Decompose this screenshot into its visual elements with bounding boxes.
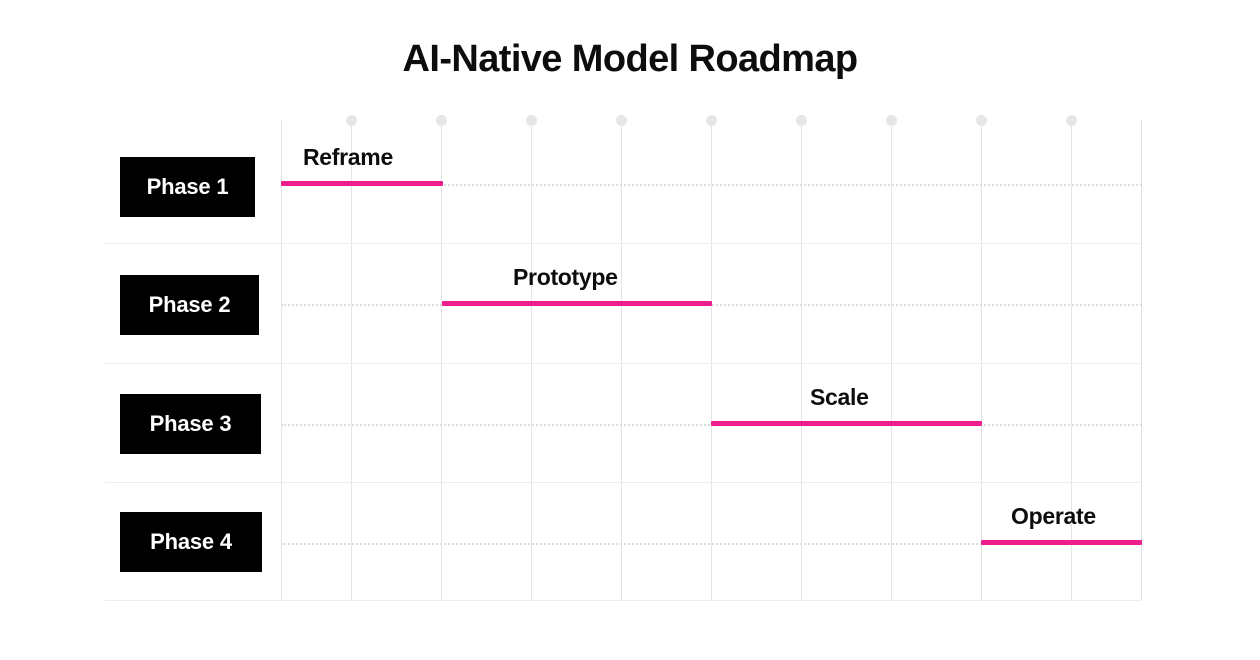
task-bar-scale[interactable] bbox=[711, 421, 982, 426]
grid-pin-dot-icon bbox=[526, 115, 537, 126]
phase-chip-label: Phase 2 bbox=[148, 292, 231, 317]
phase-chip-1[interactable]: Phase 1 bbox=[120, 157, 255, 217]
phase-chip-label: Phase 4 bbox=[150, 529, 232, 554]
phase-chip-3[interactable]: Phase 3 bbox=[120, 394, 261, 454]
grid-pin-dot-icon bbox=[886, 115, 897, 126]
phase-chip-label: Phase 3 bbox=[149, 411, 232, 436]
row-separator bbox=[105, 363, 1142, 364]
task-bar-prototype[interactable] bbox=[442, 301, 712, 306]
task-label-reframe: Reframe bbox=[303, 144, 393, 170]
task-bar-reframe[interactable] bbox=[281, 181, 443, 186]
task-label-scale: Scale bbox=[810, 384, 869, 410]
task-bar-operate[interactable] bbox=[981, 540, 1142, 545]
grid-pin-dot-icon bbox=[616, 115, 627, 126]
grid-line bbox=[1071, 120, 1072, 600]
grid-line bbox=[281, 120, 282, 600]
timeline-plot-area: Reframe Prototype Scale Operate bbox=[105, 115, 1142, 601]
grid-line bbox=[621, 120, 622, 600]
grid-pin-dot-icon bbox=[1066, 115, 1077, 126]
row-separator bbox=[105, 482, 1142, 483]
task-label-operate: Operate bbox=[1011, 503, 1096, 529]
row-separator bbox=[105, 243, 1142, 244]
grid-pin-dot-icon bbox=[796, 115, 807, 126]
grid-line bbox=[1141, 120, 1142, 600]
phase-chip-label: Phase 1 bbox=[146, 174, 229, 199]
row-baseline bbox=[281, 543, 1142, 545]
phase-chip-2[interactable]: Phase 2 bbox=[120, 275, 259, 335]
grid-pin-dot-icon bbox=[436, 115, 447, 126]
task-label-prototype: Prototype bbox=[513, 264, 618, 290]
timeline-row: Prototype bbox=[105, 240, 1142, 360]
page-title: AI-Native Model Roadmap bbox=[402, 38, 859, 80]
grid-line bbox=[441, 120, 442, 600]
row-separator bbox=[105, 600, 1142, 601]
grid-line bbox=[351, 120, 352, 600]
grid-pin-dot-icon bbox=[706, 115, 717, 126]
grid-line bbox=[801, 120, 802, 600]
phase-chip-4[interactable]: Phase 4 bbox=[120, 512, 262, 572]
timeline-row: Operate bbox=[105, 479, 1142, 599]
row-baseline bbox=[281, 184, 1142, 186]
timeline-row: Reframe bbox=[105, 120, 1142, 240]
grid-line bbox=[981, 120, 982, 600]
grid-pin-dot-icon bbox=[346, 115, 357, 126]
grid-line bbox=[531, 120, 532, 600]
grid-line bbox=[711, 120, 712, 600]
grid-pin-dot-icon bbox=[976, 115, 987, 126]
grid-line bbox=[891, 120, 892, 600]
timeline-row: Scale bbox=[105, 360, 1142, 480]
